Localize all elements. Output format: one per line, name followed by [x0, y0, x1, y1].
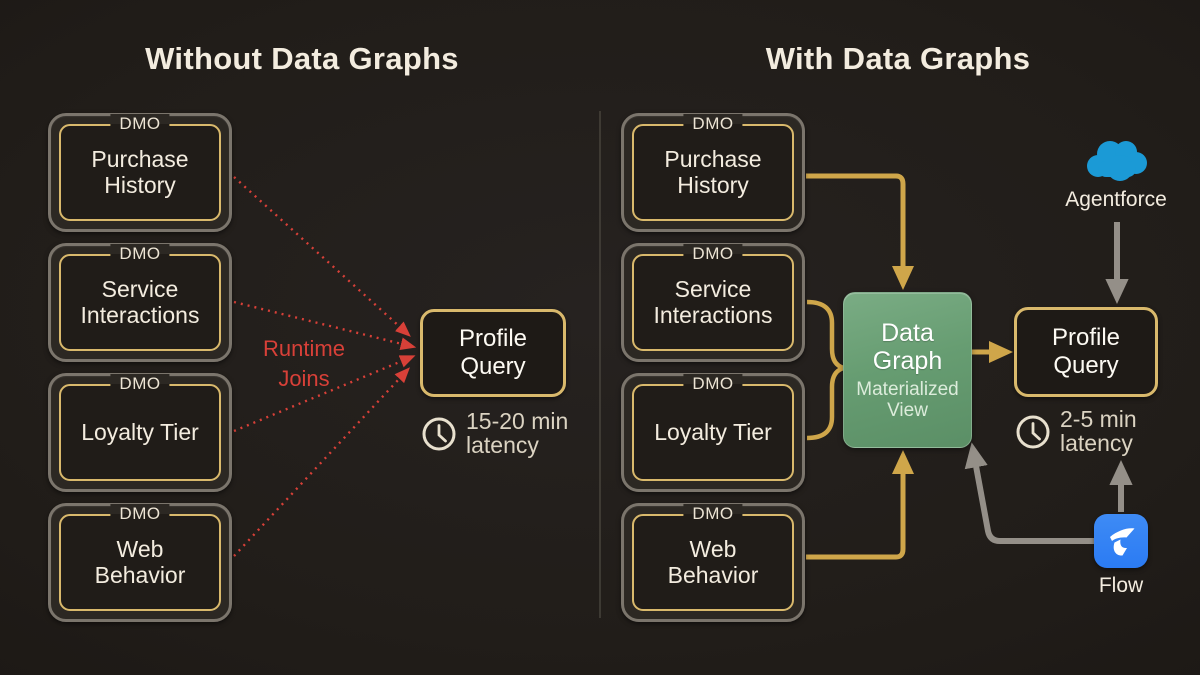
- edge-brace-service-loyalty-to-data-graph: [806, 299, 847, 441]
- dmo-box-purchase-history-right: DMO Purchase History: [621, 113, 805, 232]
- dmo-tag: DMO: [683, 504, 743, 524]
- edge-web-behavior-to-data-graph: [806, 450, 914, 560]
- edge-purchase-history-to-data-graph: [806, 173, 915, 290]
- dmo-tag: DMO: [110, 374, 170, 394]
- dmo-box-web-behavior-left: DMO Web Behavior: [48, 503, 232, 622]
- flow-icon: [1094, 514, 1148, 568]
- edge-purchase-history-to-profile-query: [233, 176, 411, 337]
- dmo-label: Purchase History: [632, 124, 794, 221]
- dmo-box-loyalty-tier-left: DMO Loyalty Tier: [48, 373, 232, 492]
- dmo-label: Loyalty Tier: [59, 384, 221, 481]
- dmo-box-web-behavior-right: DMO Web Behavior: [621, 503, 805, 622]
- data-graph-subtitle: Materialized View: [856, 378, 959, 421]
- dmo-tag: DMO: [110, 114, 170, 134]
- dmo-box-loyalty-tier-right: DMO Loyalty Tier: [621, 373, 805, 492]
- dmo-label: Web Behavior: [632, 514, 794, 611]
- dmo-label: Service Interactions: [59, 254, 221, 351]
- dmo-tag: DMO: [110, 504, 170, 524]
- dmo-label: Loyalty Tier: [632, 384, 794, 481]
- dmo-label: Web Behavior: [59, 514, 221, 611]
- latency-left: 15-20 min latency: [421, 409, 578, 458]
- runtime-joins-label: Runtime Joins: [263, 336, 345, 391]
- data-graph-title: Data Graph: [872, 318, 943, 375]
- left-title: Without Data Graphs: [145, 41, 459, 76]
- latency-label-right: 2-5 min latency: [1060, 406, 1137, 457]
- dmo-box-service-interactions-left: DMO Service Interactions: [48, 243, 232, 362]
- panel-divider: [599, 111, 601, 618]
- agentforce-label: Agentforce: [1065, 188, 1167, 211]
- flow-label: Flow: [1098, 574, 1144, 597]
- profile-query-box-right: Profile Query: [1014, 307, 1158, 397]
- latency-label-left: 15-20 min latency: [466, 408, 569, 459]
- edge-flow-to-data-graph: [964, 442, 1094, 544]
- dmo-label: Purchase History: [59, 124, 221, 221]
- dmo-tag: DMO: [110, 244, 170, 264]
- data-graph-box: Data Graph Materialized View: [843, 292, 972, 448]
- flow-glyph: [1110, 528, 1135, 556]
- dmo-box-purchase-history-left: DMO Purchase History: [48, 113, 232, 232]
- dmo-box-service-interactions-right: DMO Service Interactions: [621, 243, 805, 362]
- profile-query-box-left: Profile Query: [420, 309, 566, 397]
- dmo-tag: DMO: [683, 244, 743, 264]
- latency-right: 2-5 min latency: [1015, 407, 1172, 456]
- right-title: With Data Graphs: [765, 41, 1031, 76]
- agentforce-cloud-icon: [1087, 141, 1147, 181]
- edge-web-behavior-to-profile-query: [233, 367, 410, 557]
- dmo-tag: DMO: [683, 374, 743, 394]
- dmo-tag: DMO: [683, 114, 743, 134]
- dmo-label: Service Interactions: [632, 254, 794, 351]
